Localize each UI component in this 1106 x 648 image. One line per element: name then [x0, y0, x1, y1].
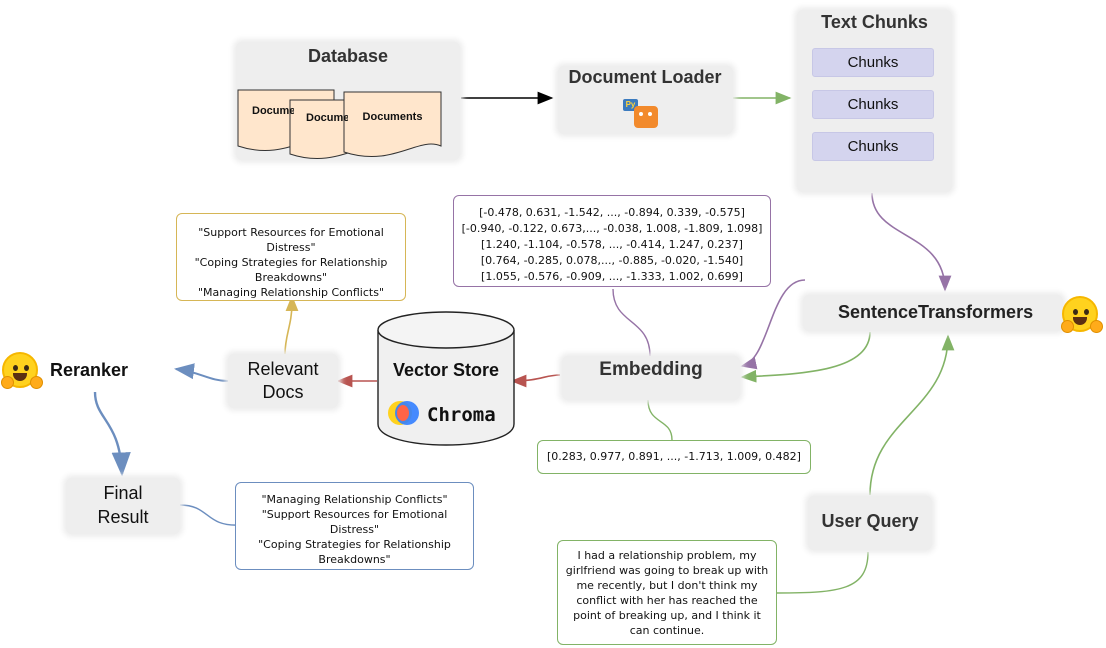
relevant-docs-label: Relevant Docs	[228, 358, 338, 404]
final-result-line1: Final	[103, 483, 143, 503]
chroma-label: Chroma	[427, 404, 496, 426]
query-vector-text: [0.283, 0.977, 0.891, ..., -1.713, 1.009…	[547, 450, 801, 463]
chunk-item-1: Chunks	[812, 48, 934, 77]
embedding-vectors-note: [-0.478, 0.631, -1.542, ..., -0.894, 0.3…	[453, 195, 771, 287]
reranker-title: Reranker	[50, 360, 129, 380]
document-loader-title: Document Loader	[568, 67, 722, 87]
sentence-transformers-title: SentenceTransformers	[838, 302, 1034, 322]
final-result-line2: Result	[97, 507, 149, 527]
relevant-docs-list-note: "Support Resources for Emotional Distres…	[176, 213, 406, 301]
database-title: Database	[307, 46, 389, 66]
query-text-line: girlfriend was going to break up with	[565, 564, 769, 577]
relevant-list-line: Distress"	[266, 241, 316, 254]
final-list-line: Distress"	[329, 523, 380, 536]
line-final-to-list	[179, 504, 241, 526]
text-chunks-title: Text Chunks	[821, 12, 928, 32]
final-list-line: Breakdowns"	[318, 553, 391, 566]
hugging-face-icon	[1061, 296, 1103, 333]
query-text-line: me recently, but I don't think my	[576, 579, 758, 592]
line-vectors-to-embedding	[612, 288, 651, 357]
chunk-item-3: Chunks	[812, 132, 934, 161]
vector-row: [-0.940, -0.122, 0.673,..., -0.038, 1.00…	[461, 222, 763, 235]
document-label-2: Documents	[306, 112, 348, 124]
relevant-docs-line1: Relevant	[247, 359, 319, 379]
query-text-line: can continue.	[629, 624, 705, 637]
vector-row: [1.055, -0.576, -0.909, ..., -1.333, 1.0…	[481, 270, 743, 283]
chunk-item-2: Chunks	[812, 90, 934, 119]
document-label-3: Documents	[362, 111, 423, 123]
embedding-box	[562, 356, 740, 400]
final-result-list-note: "Managing Relationship Conflicts" "Suppo…	[235, 482, 474, 570]
vector-row: [-0.478, 0.631, -1.542, ..., -0.894, 0.3…	[479, 206, 745, 219]
sentence-transformers-box	[803, 295, 1063, 331]
hugging-face-icon	[1, 352, 43, 389]
relevant-docs-line2: Docs	[262, 382, 304, 402]
chroma-logo-icon	[388, 401, 424, 427]
vector-store-title: Vector Store	[392, 360, 500, 380]
relevant-list-line: Breakdowns"	[254, 271, 328, 284]
query-text-line: conflict with her has reached the	[576, 594, 758, 607]
vector-row: [0.764, -0.285, 0.078,..., -0.885, -0.02…	[480, 254, 744, 267]
vector-row: [1.240, -1.104, -0.578, ..., -0.414, 1.2…	[481, 238, 743, 251]
arrow-relevant-to-list	[284, 295, 299, 355]
line-query-text-to-userquery	[776, 551, 869, 594]
user-query-title: User Query	[821, 511, 919, 531]
final-result-box	[66, 478, 180, 534]
relevant-docs-box	[228, 354, 338, 408]
query-text-line: point of breaking up, and I think it	[573, 609, 761, 622]
arrow-transformers-to-embedding-bottom	[740, 331, 871, 383]
query-vector-note: [0.283, 0.977, 0.891, ..., -1.713, 1.009…	[537, 440, 811, 474]
line-embedding-to-query-vector	[647, 399, 673, 441]
loader-robot-icon	[634, 106, 658, 128]
arrow-embedding-to-store	[510, 374, 561, 388]
arrow-transformers-to-embedding-top	[740, 279, 806, 370]
arrow-relevant-to-reranker	[174, 363, 229, 382]
arrow-chunks-to-transformers	[871, 192, 952, 292]
document-stack	[237, 89, 442, 160]
query-text-line: I had a relationship problem, my	[577, 549, 757, 562]
relevant-list-line: "Support Resources for Emotional	[198, 226, 384, 239]
final-result-label: Final Result	[66, 481, 180, 529]
final-list-line: "Managing Relationship Conflicts"	[261, 493, 448, 506]
user-query-text-note: I had a relationship problem, my girlfri…	[557, 540, 777, 645]
relevant-list-line: "Managing Relationship Conflicts"	[197, 286, 385, 299]
arrow-query-to-transformers	[869, 334, 955, 496]
user-query-box	[808, 496, 932, 550]
final-list-line: "Coping Strategies for Relationship	[258, 538, 451, 551]
final-list-line: "Support Resources for Emotional	[261, 508, 448, 521]
document-label-1: Documents	[252, 105, 294, 117]
relevant-list-line: "Coping Strategies for Relationship	[194, 256, 388, 269]
embedding-title: Embedding	[599, 359, 703, 380]
arrow-reranker-to-final	[93, 391, 131, 477]
